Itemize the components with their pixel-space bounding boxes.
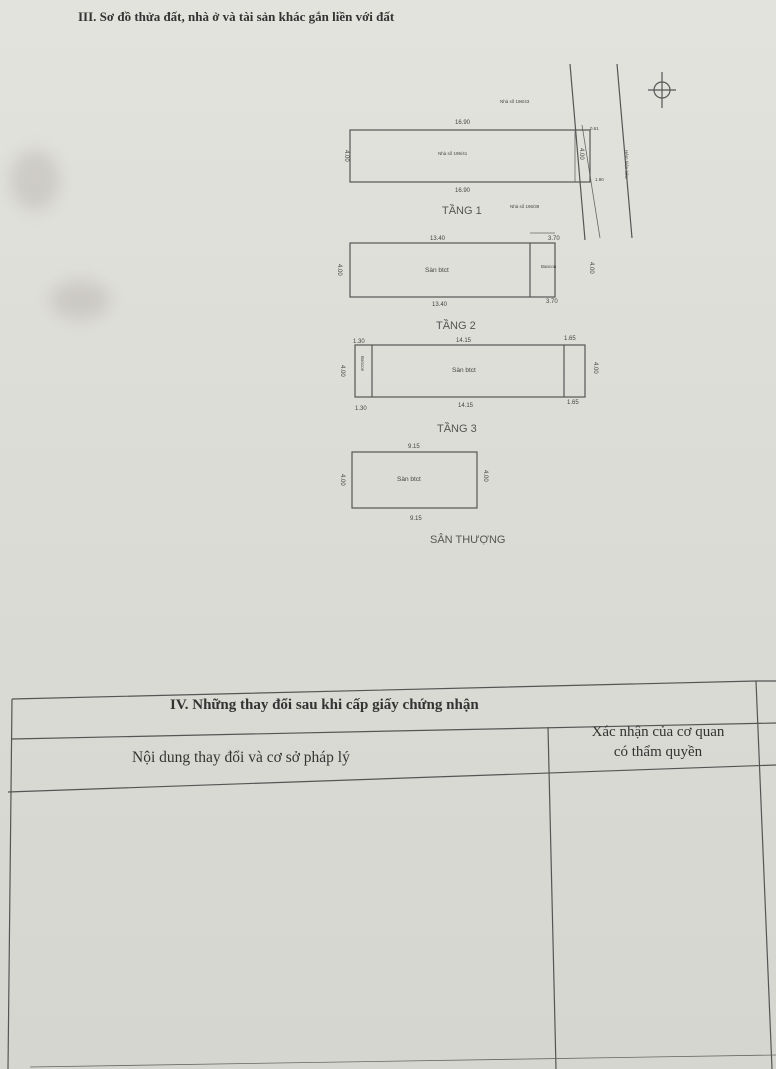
table-title-divider <box>11 722 776 740</box>
floor3-bottom-right: 1.65 <box>567 400 579 406</box>
floor1-bottom-length: 16.90 <box>455 188 471 194</box>
north-compass-icon <box>648 72 676 108</box>
floor1-right-bottom: 1.90 <box>595 177 604 182</box>
floor2-label: TẦNG 2 <box>436 319 476 332</box>
floor1-outline <box>349 129 591 183</box>
column-change-content: Nội dung thay đổi và cơ sở pháp lý <box>132 749 350 766</box>
floor2-balcony-label: Bancon <box>541 264 557 269</box>
roof-outline <box>351 451 478 509</box>
road-label: Hẻm hiện hữu <box>624 150 629 179</box>
floor3-top-mid: 14.15 <box>456 338 472 344</box>
column-authority-confirmation: Xác nhận của cơ quan có thẩm quyền <box>560 722 756 762</box>
floor3-label: TẦNG 3 <box>437 422 477 435</box>
roof-room-label: Sàn btct <box>397 476 421 483</box>
floor2-top-left: 13.40 <box>430 236 446 242</box>
floor2-width-right: 4.00 <box>588 262 594 274</box>
roof-top-length: 9.15 <box>408 444 420 450</box>
floor-plan-diagram: Hẻm hiện hữu Nhà số 196/43 16.90 16.90 4… <box>336 63 676 546</box>
table-right-border <box>755 680 773 1069</box>
floor3-width-right: 4.00 <box>592 362 598 374</box>
table-header-divider <box>7 764 776 793</box>
floor2-room-label: Sàn btct <box>425 267 449 274</box>
floor2-width-left: 4.00 <box>336 264 342 276</box>
table-bottom-border <box>29 1054 776 1068</box>
floor2-outline <box>349 242 556 298</box>
floor3-room-label: Sàn btct <box>452 367 476 374</box>
floor1-width-right: 4.00 <box>578 148 584 160</box>
alley-edge-left <box>569 63 586 241</box>
floor3-bottom-mid: 14.15 <box>458 403 474 409</box>
floor2-top-right: 3.70 <box>548 236 560 242</box>
section-iii-title: III. Sơ đồ thửa đất, nhà ở và tài sản kh… <box>78 9 395 24</box>
column-authority-line1: Xác nhận của cơ quan <box>591 724 725 740</box>
floor2-bottom-right: 3.70 <box>546 299 558 305</box>
floor3-outline <box>354 344 586 398</box>
paper-stain <box>50 280 110 320</box>
floor3-top-left: 1.30 <box>353 339 365 345</box>
floor1-width-left: 4.00 <box>343 150 349 162</box>
roof-width-left: 4.00 <box>339 474 345 486</box>
roof-label: SÂN THƯỢNG <box>430 533 505 546</box>
floor1-top-length: 16.90 <box>455 120 471 126</box>
floor3-bottom-left: 1.30 <box>355 406 367 412</box>
floor3-balcony-label: Bancon <box>360 356 365 372</box>
column-authority-line2: có thẩm quyền <box>613 744 703 760</box>
table-left-border <box>7 698 13 1069</box>
floor3-top-right: 1.65 <box>564 336 576 342</box>
changes-table <box>7 680 776 1069</box>
roof-width-right: 4.00 <box>482 470 488 482</box>
floor1-right-top: 0.61 <box>590 126 599 131</box>
neighbor-bottom-label: Nhà số 196/39 <box>510 204 540 209</box>
alley-edge-right <box>616 63 633 239</box>
floor2-bottom-left: 13.40 <box>432 302 448 308</box>
floor3-width-left: 4.00 <box>339 365 345 377</box>
floor1-house-label: Nhà số 196/41 <box>438 151 468 156</box>
neighbor-top-label: Nhà số 196/43 <box>500 99 530 104</box>
roof-bottom-length: 9.15 <box>410 516 422 522</box>
alley-center-line <box>581 124 601 239</box>
hand-shadow <box>10 150 60 210</box>
table-column-divider <box>547 726 557 1069</box>
floor1-label: TẦNG 1 <box>442 204 482 217</box>
section-iv-title: IV. Những thay đổi sau khi cấp giấy chứn… <box>170 697 479 713</box>
